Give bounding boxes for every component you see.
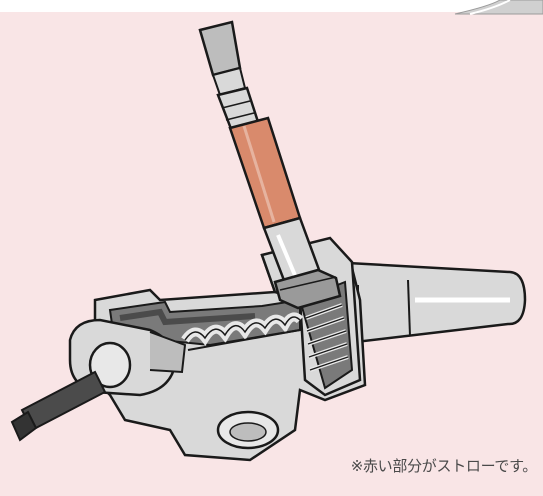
shaft-tool [198, 20, 342, 310]
screwdriver [10, 370, 107, 442]
straw-highlight [228, 116, 302, 230]
page-curl-icon [454, 0, 543, 15]
caption: ※赤い部分がストローです。 [350, 457, 538, 475]
right-tie-rod [328, 260, 527, 347]
